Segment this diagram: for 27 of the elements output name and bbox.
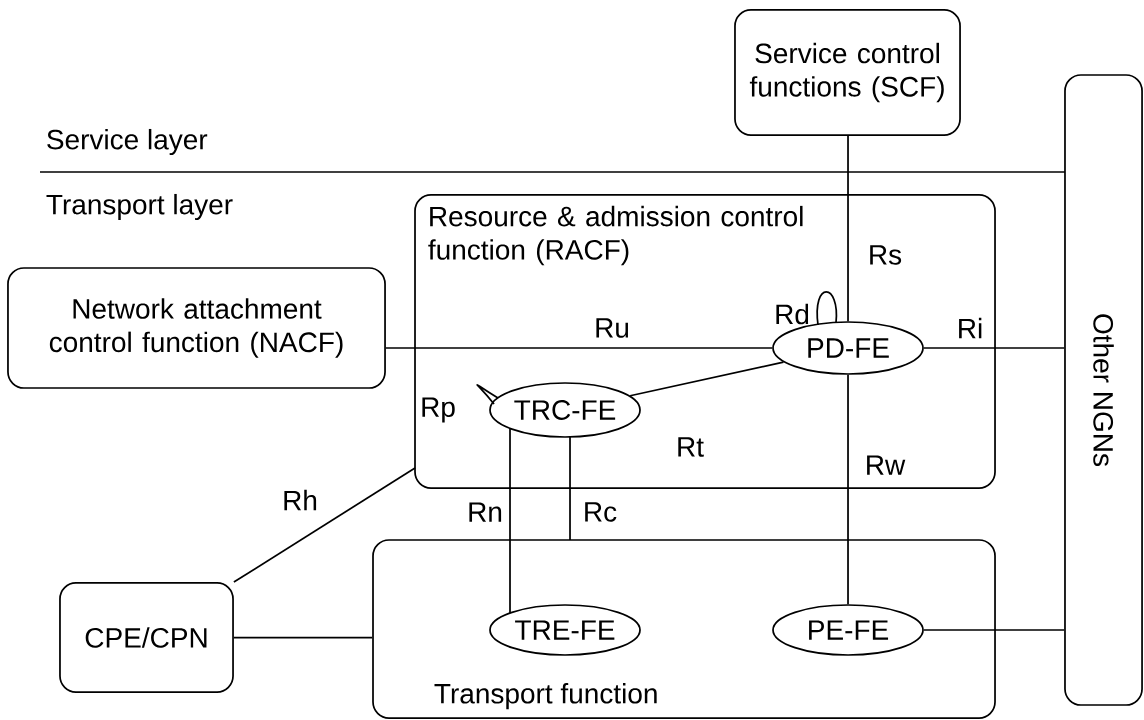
edge-label: Rc — [585, 502, 617, 522]
layer-label: Transport layer — [46, 193, 233, 221]
function-box: Other NGNs — [1064, 74, 1143, 706]
edge-label: Rs — [870, 245, 902, 265]
connector-line — [847, 135, 849, 322]
edge-label: Rn — [469, 502, 502, 522]
function-box: CPE/CPN — [59, 582, 234, 693]
connector-line — [923, 347, 1065, 349]
function-box: Network attachment control function (NACF) — [7, 267, 386, 389]
connector-line — [569, 436, 571, 541]
connector-line — [385, 347, 773, 349]
connector-line — [816, 291, 838, 326]
function-box: Service control functions (SCF) — [734, 9, 961, 136]
connector-line — [233, 467, 416, 583]
connector-line — [509, 427, 511, 614]
edge-label: Rw — [867, 455, 906, 475]
edge-label: Ri — [959, 317, 982, 339]
connector-line — [476, 384, 499, 405]
edge-label: Rp — [422, 397, 455, 423]
edge-label: Rh — [284, 489, 317, 511]
connector-line — [847, 374, 849, 605]
connector-line — [233, 636, 373, 639]
edge-label: Ru — [596, 318, 629, 338]
edge-label: Rt — [678, 437, 704, 457]
layer-label: Service layer — [47, 128, 208, 156]
connector-line — [629, 361, 785, 397]
connector-line — [923, 629, 1065, 631]
